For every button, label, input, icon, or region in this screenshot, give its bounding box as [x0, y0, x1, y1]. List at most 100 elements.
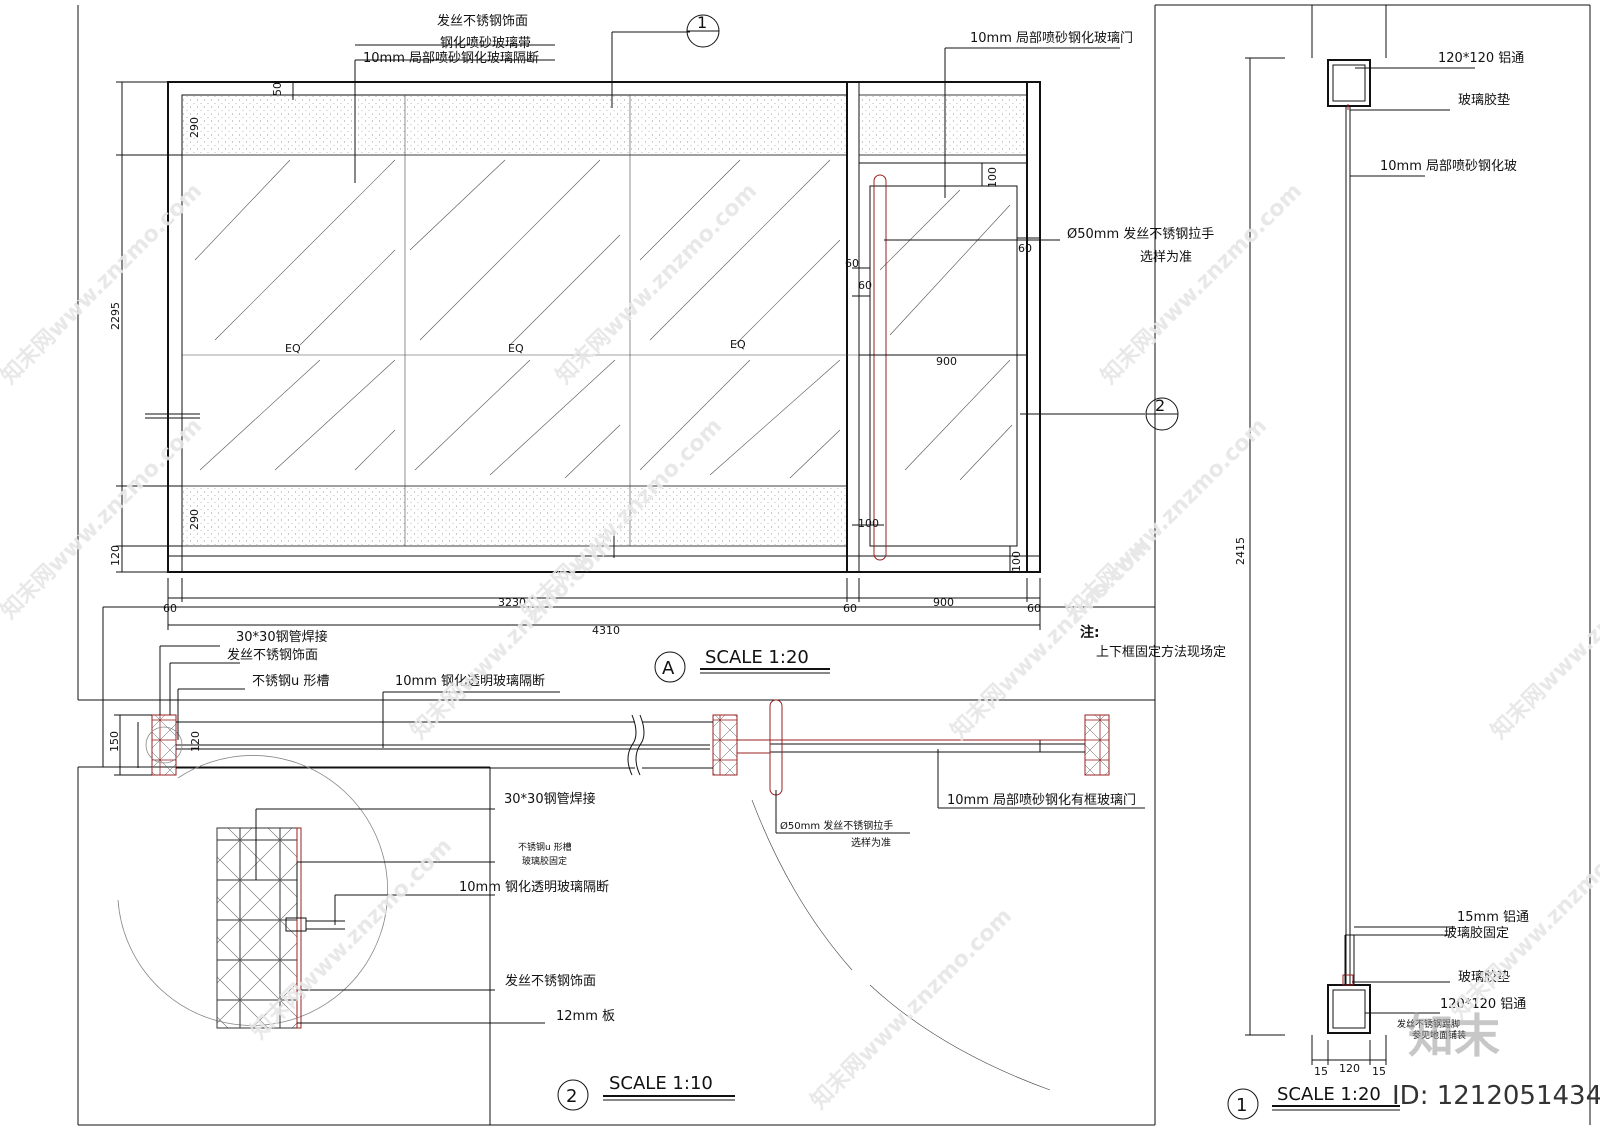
watermark-text: 知末网www.znzmo.com: [946, 533, 1157, 744]
detail-labels: 30*30钢管焊接 不锈钢u 形槽 玻璃胶固定 10mm 钢化透明玻璃隔断 发丝…: [459, 791, 735, 1111]
elevation-labels: 发丝不锈钢饰面 钢化喷砂玻璃带 10mm 局部喷砂钢化玻璃隔断 10mm 局部喷…: [109, 13, 1226, 683]
plan-label-clear-glass: 10mm 钢化透明玻璃隔断: [395, 674, 545, 689]
scale-marker-1-number: 1: [1236, 1095, 1247, 1116]
eq-label-1: EQ: [285, 342, 301, 355]
label-partition: 10mm 局部喷砂钢化玻璃隔断: [363, 51, 539, 66]
scale-marker-1: [1227, 1088, 1259, 1120]
elevation-view: [116, 31, 1145, 630]
plan-post-right: [1084, 714, 1110, 776]
dim-60-mid: 60: [843, 602, 857, 615]
dim-50: 50: [271, 82, 284, 96]
detail-label-u-channel: 不锈钢u 形槽: [518, 841, 572, 853]
detail-view: [117, 755, 545, 1029]
plan-dim-150: 150: [108, 731, 121, 752]
dim-door-60-a: 60: [1018, 242, 1032, 255]
label-door: 10mm 局部喷砂钢化玻璃门: [970, 31, 1133, 46]
frosted-band-bottom: [181, 485, 848, 547]
plan-post-mid: [712, 714, 738, 776]
plan-post-left: [151, 714, 177, 776]
note-title: 注:: [1080, 624, 1100, 641]
plan-label-handle: Ø50mm 发丝不锈钢拉手: [780, 819, 893, 832]
plan-dim-120: 120: [189, 731, 202, 752]
label-stainless-facing: 发丝不锈钢饰面: [437, 13, 528, 29]
glass-hatching: [194, 159, 1013, 481]
section-callout-1-number: 1: [697, 13, 707, 32]
bottom-dimensions: [167, 578, 1041, 630]
section-label-alu-bottom: 120*120 铝通: [1440, 997, 1526, 1012]
dim-120: 120: [109, 545, 122, 566]
plan-label-steel-pipe: 30*30钢管焊接: [236, 629, 328, 645]
watermark-text: 知末网www.znzmo.com: [551, 178, 762, 389]
door-dimensions: [852, 163, 1040, 572]
plan-label-u-channel: 不锈钢u 形槽: [252, 674, 329, 689]
section-alu-bottom: [1327, 984, 1371, 1034]
plan-labels: 30*30钢管焊接 发丝不锈钢饰面 不锈钢u 形槽 10mm 钢化透明玻璃隔断 …: [108, 629, 1136, 849]
scale-marker-a: [654, 651, 686, 683]
watermark-text: 知末网www.znzmo.com: [406, 533, 617, 744]
watermark-text: 知末网www.znzmo.com: [1486, 533, 1600, 744]
section-label-glue-fix: 玻璃胶固定: [1444, 925, 1509, 941]
detail-label-glue-fix: 玻璃胶固定: [522, 855, 567, 867]
door-handle: [873, 174, 887, 561]
detail-label-board: 12mm 板: [556, 1009, 615, 1024]
detail-steel-block: [216, 827, 298, 1029]
scale-marker-2: [557, 1079, 589, 1111]
section-labels: 120*120 铝通 玻璃胶垫 10mm 局部喷砂钢化玻 15mm 铝通 玻璃胶…: [1227, 51, 1529, 1120]
section-dim-2415: 2415: [1234, 537, 1247, 565]
label-handle-sub: 选样为准: [1140, 250, 1192, 265]
plan-label-door: 10mm 局部喷砂钢化有框玻璃门: [947, 793, 1136, 808]
detail-label-clear-glass: 10mm 钢化透明玻璃隔断: [459, 880, 609, 895]
section-callout-2-number: 2: [1155, 396, 1165, 415]
scale-marker-2-number: 2: [566, 1086, 577, 1107]
left-dimensions: [116, 81, 310, 573]
dim-door-900: 900: [936, 355, 957, 368]
dim-door-100-top: 100: [986, 167, 999, 188]
dim-290-top: 290: [188, 117, 201, 138]
section-label-alu-top: 120*120 铝通: [1438, 51, 1524, 66]
section-dim-120: 120: [1339, 1062, 1360, 1075]
brand-logo: 知末 ID: 1212051434: [1392, 1009, 1600, 1111]
plan-view: [114, 645, 1145, 1091]
dim-door-100-mid: 100: [858, 517, 879, 530]
dim-door-100-bottom: 100: [1010, 551, 1023, 572]
section-label-gasket-bottom: 玻璃胶垫: [1458, 969, 1510, 985]
note-text: 上下框固定方法现场定: [1096, 644, 1226, 660]
eq-label-2: EQ: [508, 342, 524, 355]
plan-label-stainless-facing: 发丝不锈钢饰面: [227, 647, 318, 663]
section-label-glass: 10mm 局部喷砂钢化玻: [1380, 159, 1517, 174]
watermark-text: 知末网www.znzmo.com: [0, 413, 207, 624]
dim-door-60-b: 60: [845, 257, 859, 270]
scale-2-text: SCALE 1:10: [609, 1073, 713, 1094]
dim-2295: 2295: [109, 302, 122, 330]
watermark-text: 知末网www.znzmo.com: [806, 903, 1017, 1114]
dim-4310: 4310: [592, 624, 620, 637]
elevation-leaders: [354, 31, 1120, 241]
scale-a-text: SCALE 1:20: [705, 647, 809, 668]
logo-text: 知末: [1408, 1009, 1500, 1063]
section-label-gasket-top: 玻璃胶垫: [1458, 92, 1510, 108]
section-label-floor-note-1: 发丝不锈钢踢脚: [1397, 1018, 1460, 1030]
section-label-alu-15: 15mm 铝通: [1457, 910, 1529, 925]
section-alu-top: [1327, 59, 1371, 107]
watermark-text: 知末网www.znzmo.com: [0, 178, 207, 389]
id-text: ID: 1212051434: [1392, 1081, 1600, 1111]
frosted-band-top: [181, 94, 848, 156]
section-label-floor-note-2: 参见地面铺装: [1412, 1029, 1466, 1041]
dim-door-60-c: 60: [858, 279, 872, 292]
eq-label-3: EQ: [730, 338, 746, 351]
label-sandblast-band: 钢化喷砂玻璃带: [440, 36, 531, 51]
plan-label-handle-sub: 选样为准: [851, 836, 891, 849]
section-dim-15-b: 15: [1372, 1065, 1386, 1078]
watermark-text: 知末网www.znzmo.com: [1096, 178, 1307, 389]
dim-60-right: 60: [1027, 602, 1041, 615]
dim-290-bottom: 290: [188, 509, 201, 530]
scale-1-text: SCALE 1:20: [1277, 1084, 1381, 1105]
plan-handle: [769, 699, 783, 796]
scale-marker-a-letter: A: [662, 658, 675, 679]
section-dim-15-a: 15: [1314, 1065, 1328, 1078]
dim-900: 900: [933, 596, 954, 609]
detail-label-stainless-facing: 发丝不锈钢饰面: [505, 973, 596, 989]
label-handle: Ø50mm 发丝不锈钢拉手: [1067, 226, 1214, 242]
dim-60-left: 60: [163, 602, 177, 615]
